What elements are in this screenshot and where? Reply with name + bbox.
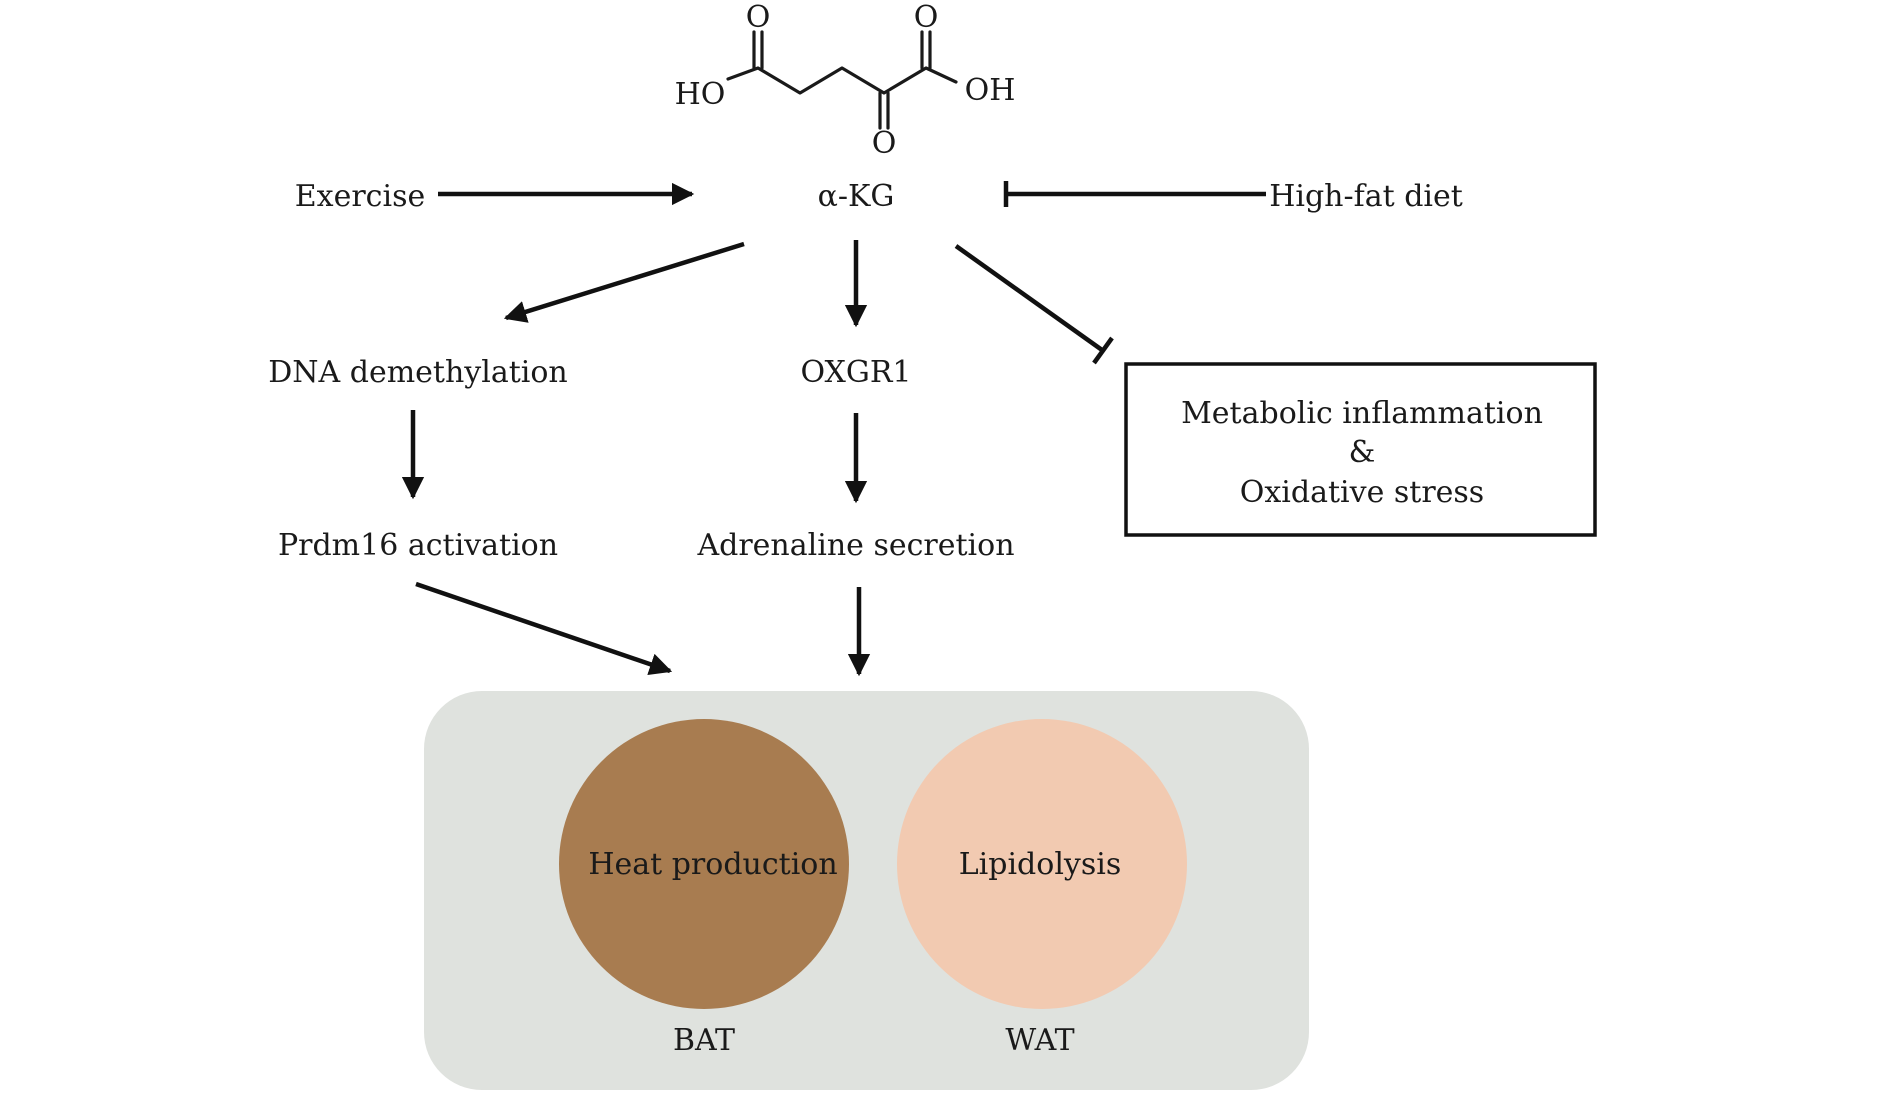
oxidative-stress-label: Oxidative stress — [1240, 475, 1484, 510]
wat-label: WAT — [1005, 1023, 1074, 1058]
lipidolysis-label: Lipidolysis — [959, 847, 1122, 882]
akg-label: α-KG — [818, 179, 895, 214]
metabolic-inflammation-box: Metabolic inflammation & Oxidative stres… — [1124, 362, 1597, 537]
metabolic-inflammation-label: Metabolic inflammation — [1181, 396, 1543, 431]
akg-inhibition-bar — [1092, 336, 1114, 365]
prdm16-activation-label: Prdm16 activation — [278, 528, 558, 563]
metabolic-box-border — [1124, 362, 1597, 537]
right-hydroxyl-label: OH — [965, 73, 1016, 108]
bat-circle — [559, 719, 849, 1009]
adrenaline-secretion-label: Adrenaline secretion — [696, 528, 1014, 563]
carbon-chain — [726, 66, 958, 95]
wat-circle — [897, 719, 1187, 1009]
akg-chemical-structure: HO OH O O O — [675, 0, 1016, 161]
top-left-oxygen-label: O — [746, 0, 771, 35]
ampersand-label: & — [1349, 435, 1376, 470]
left-hydroxyl-label: HO — [675, 77, 726, 112]
akg-to-dna-demethylation-arrow — [503, 241, 745, 323]
bottom-oxygen-label: O — [872, 126, 897, 161]
high-fat-diet-label: High-fat diet — [1269, 179, 1463, 214]
akg-inhibition-line — [954, 244, 1104, 352]
oxgr1-label: OXGR1 — [800, 355, 911, 390]
dna-demethylation-label: DNA demethylation — [268, 355, 568, 390]
bat-label: BAT — [673, 1023, 735, 1058]
top-right-oxygen-label: O — [914, 0, 939, 35]
heat-production-label: Heat production — [588, 847, 837, 882]
exercise-label: Exercise — [295, 179, 425, 214]
prdm16-to-tissue-arrow — [415, 581, 673, 676]
adipose-tissue-panel: Heat production Lipidolysis BAT WAT — [424, 691, 1309, 1090]
